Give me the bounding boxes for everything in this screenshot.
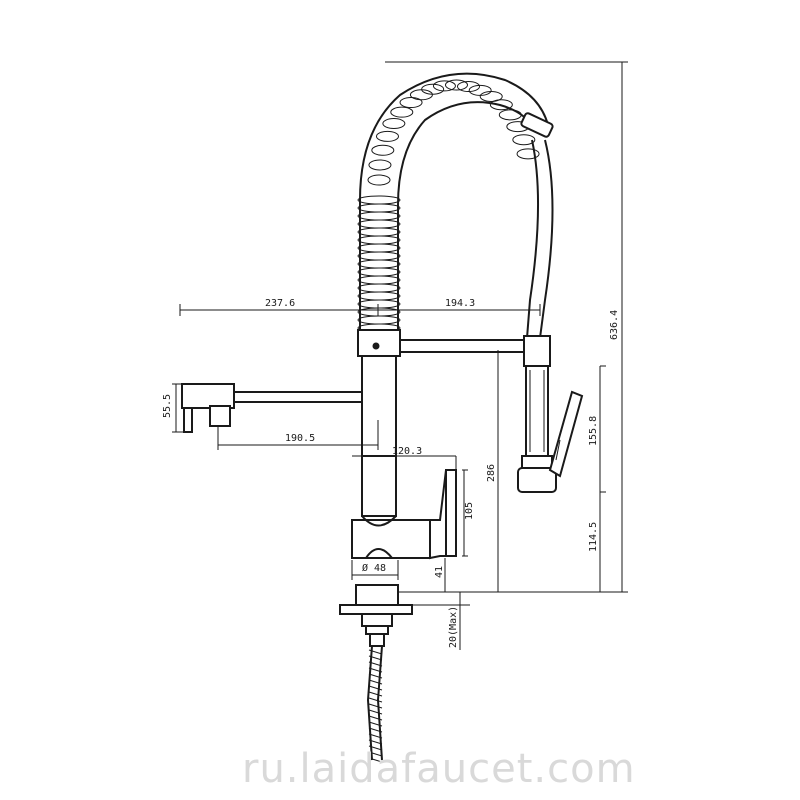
coil-ring: [367, 174, 391, 186]
coil-ring: [357, 275, 401, 285]
supply-hose: [366, 645, 383, 763]
coil-ring: [444, 79, 468, 91]
coil-ring: [382, 118, 406, 130]
dim-pot-filler-spout: 190.5: [285, 433, 315, 444]
spray-head: [517, 365, 584, 493]
dim-handle-height: 105: [464, 502, 475, 520]
braid-strand: [368, 685, 383, 691]
braid-strand: [368, 673, 383, 679]
coil-ring: [357, 291, 401, 301]
dimension-lines: [172, 61, 628, 650]
dim-base-height: 41: [434, 566, 445, 578]
braid-strand: [368, 691, 383, 697]
dim-pot-filler-height: 55.5: [162, 394, 173, 418]
dim-spray-clearance: 286: [486, 464, 497, 482]
dim-left-reach: 237.6: [265, 298, 295, 309]
dim-body-reach: 120.3: [392, 446, 422, 457]
braid-strand: [368, 661, 383, 667]
coil-ring: [457, 81, 481, 93]
braid-strand: [368, 721, 383, 727]
coil-ring: [368, 159, 392, 171]
coil-ring: [390, 106, 414, 118]
braid-strand: [368, 733, 383, 739]
coil-ring: [357, 307, 401, 317]
faucet-handle: [429, 469, 457, 560]
braid-strand: [368, 751, 383, 757]
pot-filler-arm: [181, 383, 363, 433]
coil-ring: [479, 90, 503, 102]
braid-strand: [368, 739, 383, 745]
pull-down-hose: [520, 112, 554, 339]
mounting-base: [339, 584, 413, 647]
coil-ring: [375, 130, 399, 142]
coil-ring: [357, 315, 401, 325]
braid-strand: [368, 727, 383, 733]
coil-ring: [468, 84, 492, 96]
coil-ring: [421, 83, 445, 95]
braid-strand: [368, 757, 383, 763]
coil-ring: [357, 299, 401, 309]
coil-ring: [357, 235, 401, 245]
coil-ring: [357, 211, 401, 221]
coil-ring: [432, 80, 456, 92]
spray-holder-arm: [399, 335, 551, 367]
dim-deck-thickness: 20(Max): [448, 606, 459, 648]
braid-strand: [368, 703, 383, 709]
dim-base-diameter: Ø 48: [362, 562, 386, 574]
faucet-column: [351, 329, 431, 559]
coil-ring: [357, 203, 401, 213]
braid-strand: [368, 745, 383, 751]
braid-strand: [368, 649, 383, 655]
dim-total-height: 636.4: [609, 310, 620, 340]
braid-strand: [368, 715, 383, 721]
braid-strand: [368, 697, 383, 703]
coil-ring: [399, 96, 423, 108]
coil-ring: [357, 219, 401, 229]
braid-strand: [368, 679, 383, 685]
coil-ring: [409, 89, 433, 101]
coil-ring: [357, 195, 401, 205]
coil-ring: [357, 227, 401, 237]
coil-ring: [489, 99, 513, 111]
braid-strand: [368, 655, 383, 661]
spring-coil: [357, 72, 549, 333]
dim-right-reach: 194.3: [445, 298, 475, 309]
coil-ring: [357, 251, 401, 261]
coil-ring: [357, 267, 401, 277]
watermark-text: ru.laidafaucet.com: [242, 746, 636, 792]
coil-ring: [371, 144, 395, 156]
dim-spray-base-height: 114.5: [588, 522, 599, 552]
dim-spray-head-length: 155.8: [588, 416, 599, 446]
coil-ring: [512, 134, 536, 146]
coil-ring: [357, 243, 401, 253]
braid-strand: [368, 667, 383, 673]
coil-ring: [516, 148, 540, 160]
braid-strand: [368, 709, 383, 715]
coil-ring: [357, 283, 401, 293]
coil-ring: [498, 109, 522, 121]
coil-ring: [357, 259, 401, 269]
